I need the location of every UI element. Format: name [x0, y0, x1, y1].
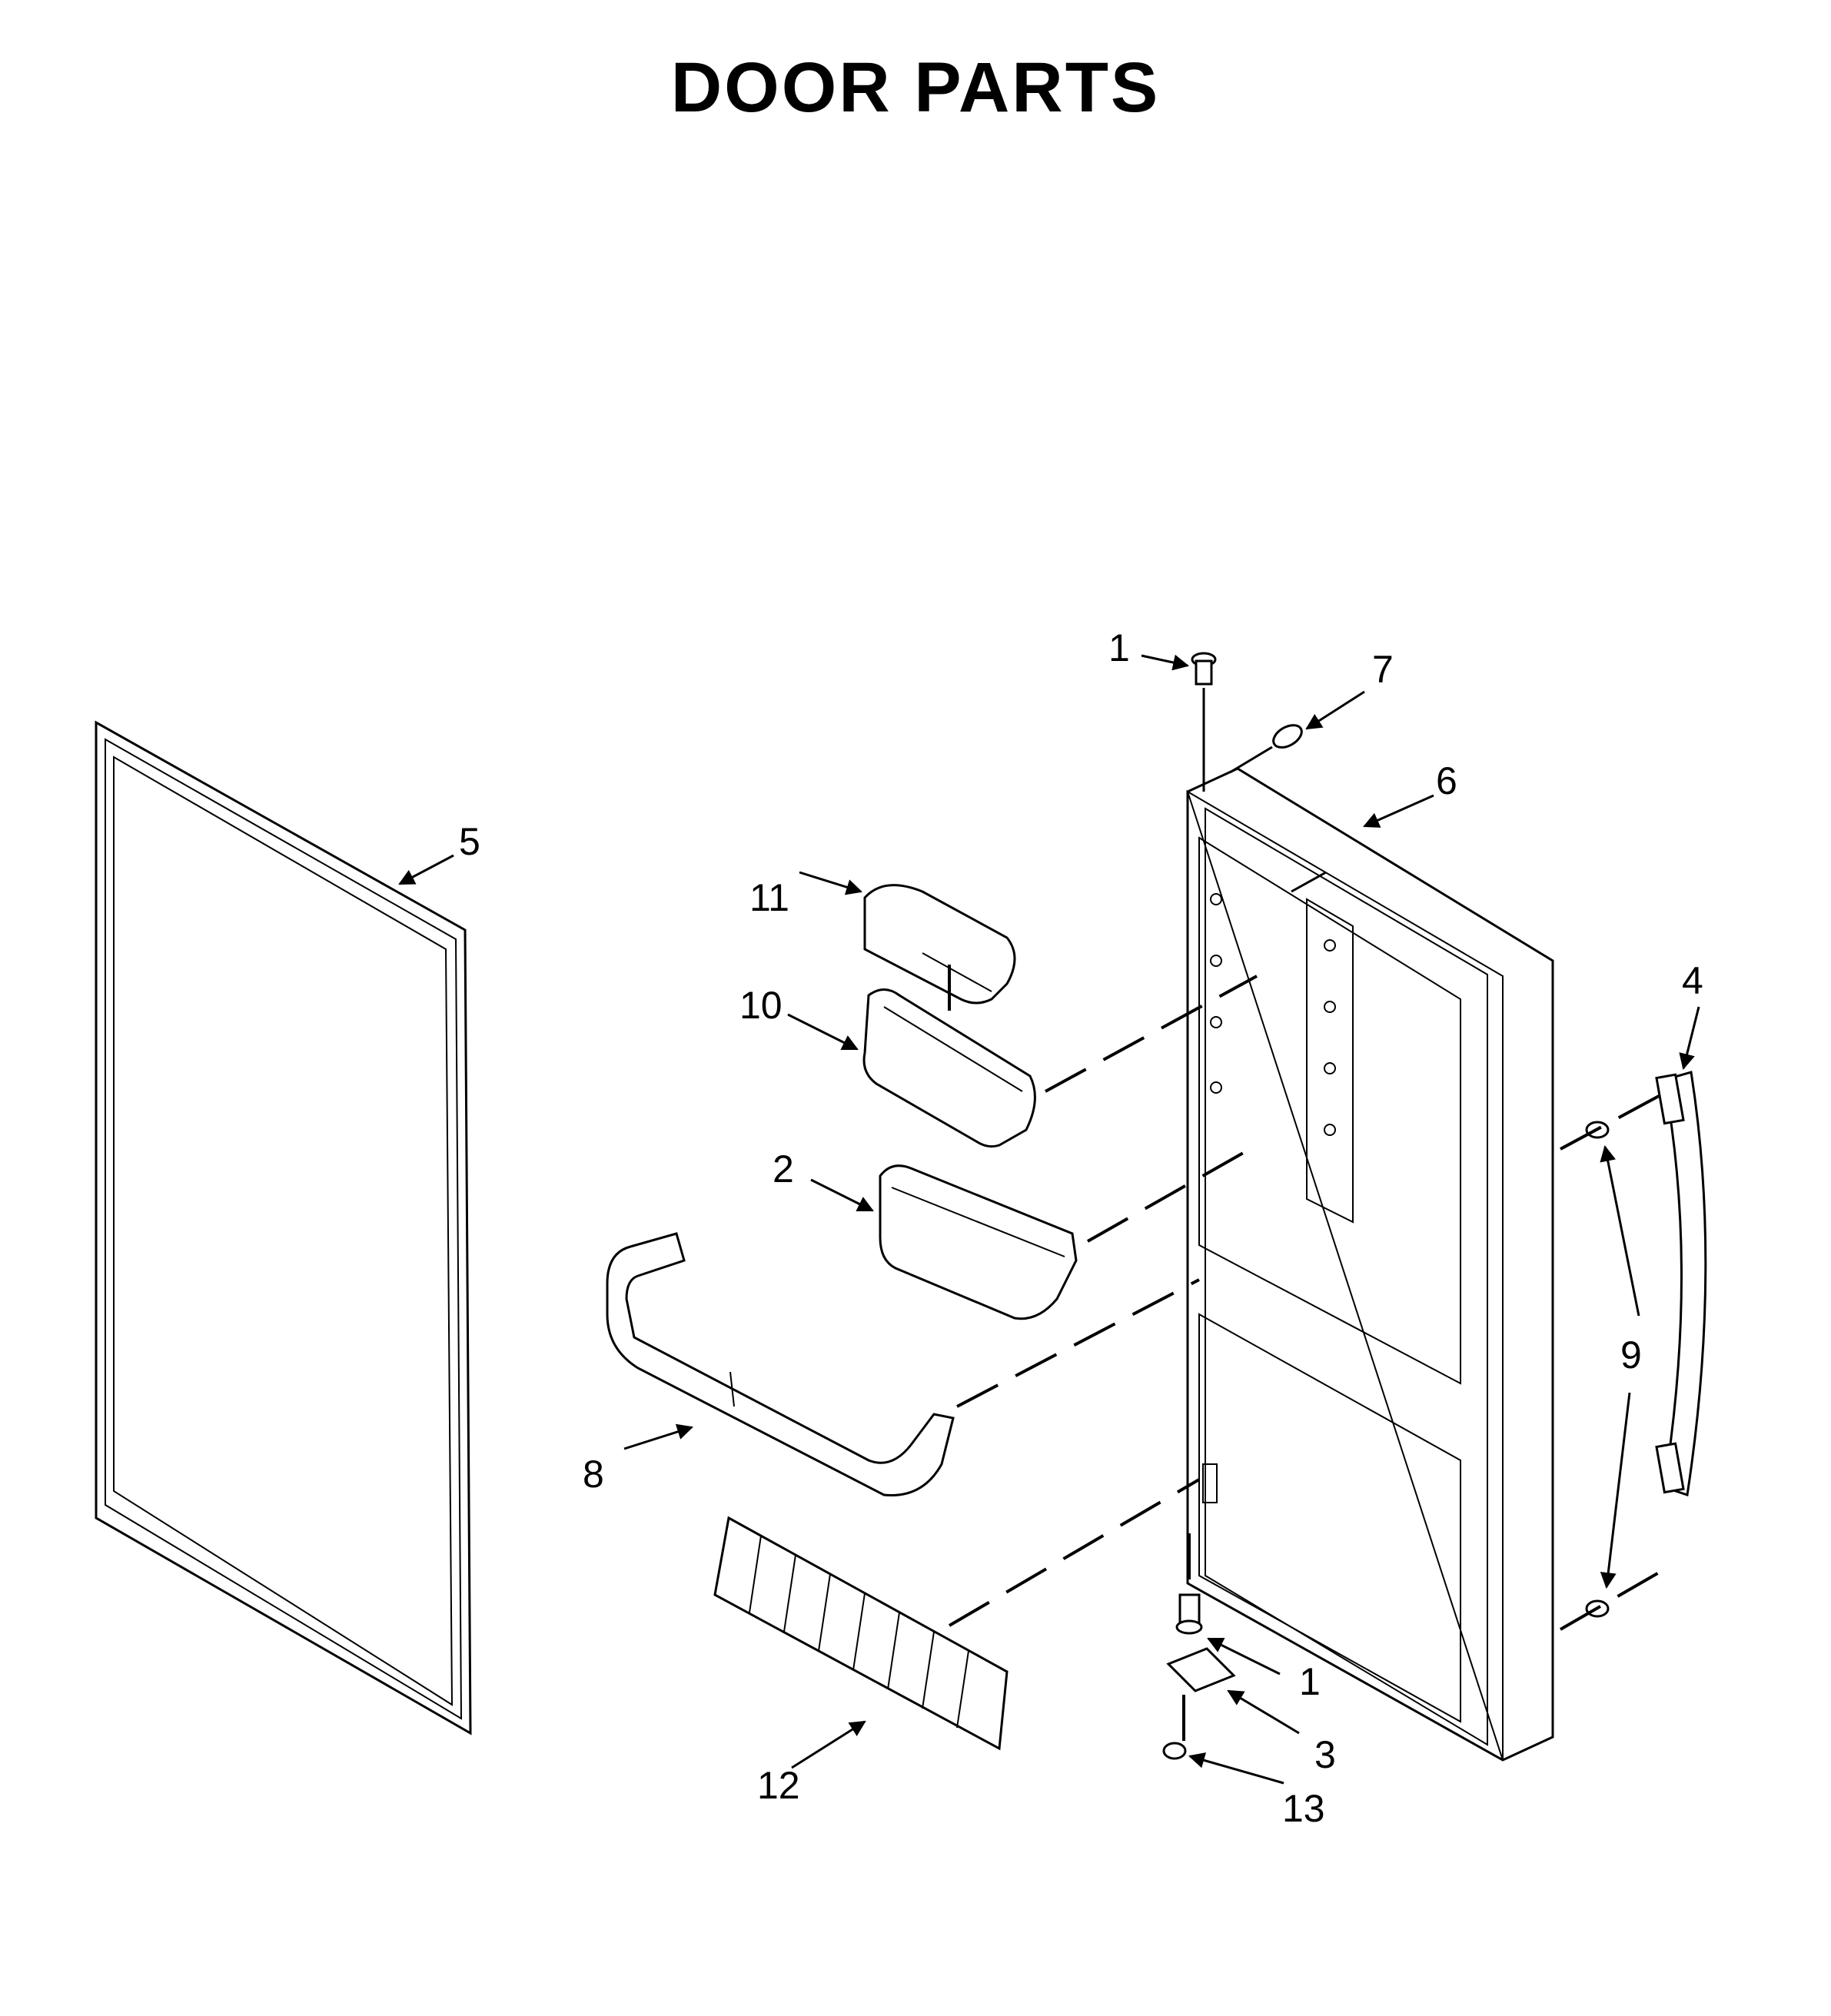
door-guard-part: [713, 1516, 1009, 1751]
callout-5: 5: [459, 820, 480, 863]
callout-11: 11: [749, 876, 789, 919]
bin-rail-part: [606, 1232, 955, 1496]
callout-7: 7: [1372, 648, 1394, 691]
callout-13: 13: [1282, 1787, 1325, 1830]
gasket-part: [95, 720, 472, 1735]
callout-leaders: [398, 654, 1700, 1785]
washer-part: [1272, 724, 1303, 749]
hinge-bushing-bottom-part: [1175, 1593, 1203, 1635]
callout-8: 8: [583, 1453, 604, 1496]
callout-2: 2: [773, 1147, 794, 1191]
callout-9: 9: [1620, 1333, 1642, 1377]
door-bin-part: [879, 1164, 1078, 1320]
callout-1-bottom: 1: [1299, 1660, 1321, 1703]
callout-4: 4: [1682, 959, 1703, 1002]
shelf-peg-holes: [1210, 893, 1336, 1136]
page-title: DOOR PARTS: [670, 48, 1161, 127]
callout-10: 10: [739, 984, 783, 1027]
callout-1-top: 1: [1108, 626, 1130, 669]
dairy-bin-part: [862, 988, 1036, 1148]
callout-6: 6: [1436, 759, 1457, 802]
bin-cover-part: [863, 884, 1016, 1005]
door-liner-part: [1186, 767, 1554, 1762]
hinge-screw-part: [1162, 1742, 1187, 1760]
callout-12: 12: [757, 1764, 800, 1807]
callout-3: 3: [1314, 1733, 1336, 1776]
door-handle-part: [1655, 1071, 1707, 1496]
callout-labels: 1 7 6 5 11 10 4 2 9 8 1 3 12 13: [459, 626, 1703, 1830]
hinge-bushing-top-part: [1191, 652, 1217, 686]
hinge-part: [1166, 1647, 1236, 1692]
